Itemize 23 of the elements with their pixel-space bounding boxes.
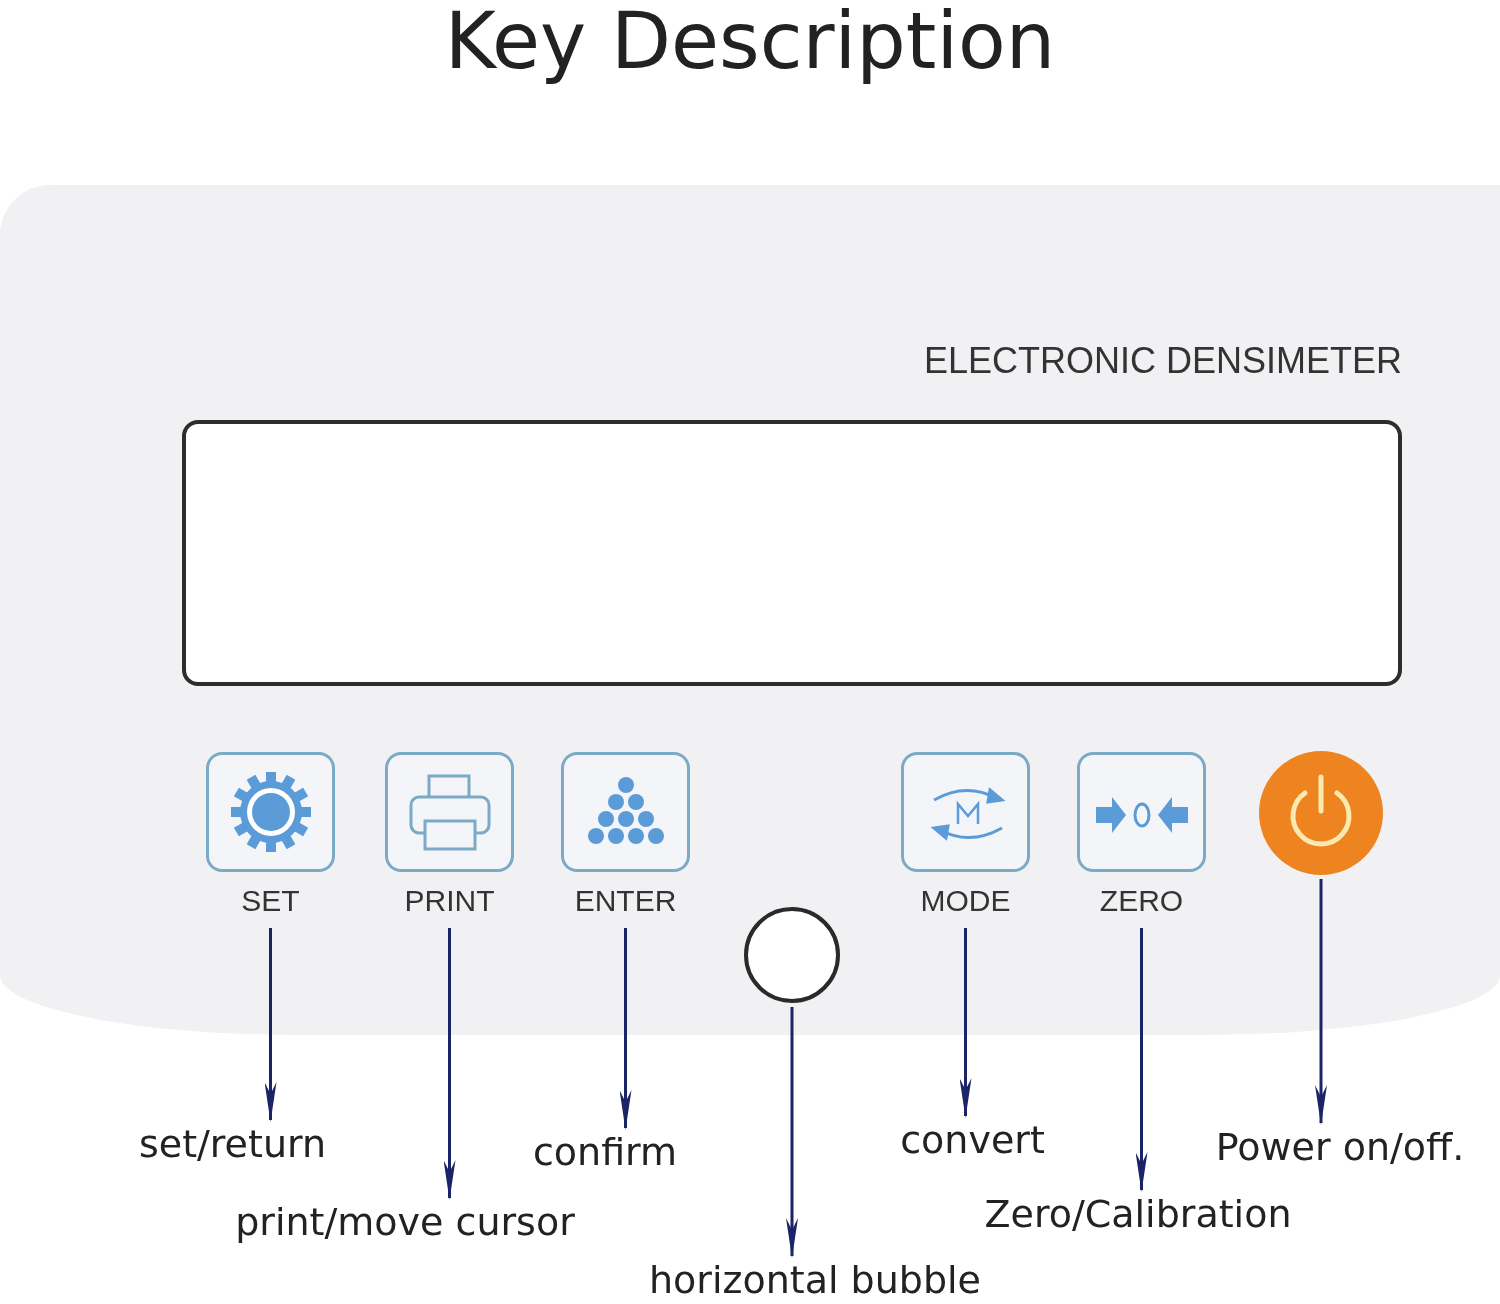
function-description: confirm [520,1130,690,1180]
arrow [619,928,632,1130]
panel-title: ELECTRONIC DENSIMETER [923,340,1402,382]
key-label: PRINT [403,884,496,918]
function-description: Power on/off. [1195,1125,1485,1175]
arrow [786,1007,798,1258]
key-label: SET [240,884,301,918]
control-panel [0,185,1500,1035]
function-description: horizontal bubble [625,1258,1005,1304]
arrow [1135,928,1148,1192]
function-description: set/return [120,1122,345,1170]
arrow [264,928,277,1122]
arrow [959,928,972,1118]
page-title: Key Description [443,0,1057,86]
function-description: Zero/Calibration [960,1192,1316,1242]
arrow [443,928,456,1200]
key-label: ENTER [573,884,678,918]
function-description: print/move cursor [215,1200,595,1250]
arrow [1315,879,1327,1125]
key-label: ZERO [1098,884,1185,918]
display-window [182,420,1402,686]
function-description: convert [885,1118,1060,1168]
key-label: MODE [919,884,1012,918]
